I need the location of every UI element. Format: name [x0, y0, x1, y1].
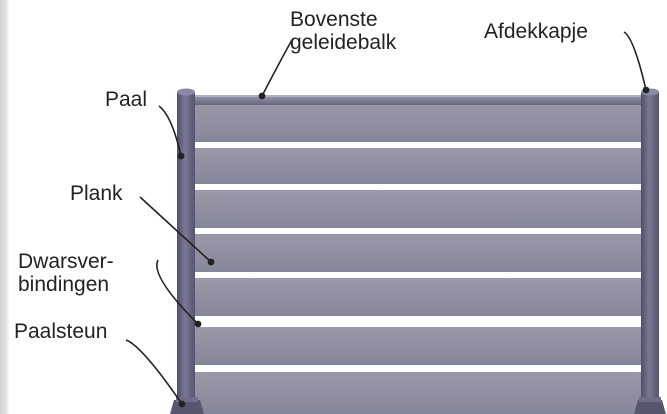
- label-bovenste-line2: geleidebalk: [290, 31, 397, 54]
- plank-5: [195, 278, 642, 316]
- label-dwarsverbindingen-line2: bindingen: [18, 273, 110, 296]
- right-post: [641, 88, 659, 402]
- plank-4: [195, 234, 642, 272]
- dot-dwarsverbindingen: [194, 320, 202, 328]
- leader-dwarsverbindingen: [156, 259, 199, 325]
- dot-plank: [207, 258, 215, 266]
- leader-paal: [158, 105, 182, 157]
- plank-6: [195, 327, 642, 365]
- leader-dots: [177, 86, 650, 408]
- label-paalsteun: Paalsteun: [14, 320, 108, 343]
- label-afdekkapje: Afdekkapje: [484, 20, 588, 43]
- label-dwarsverbindingen-line1: Dwarsver-: [18, 250, 114, 273]
- leader-bovenste: [261, 39, 293, 97]
- plank-3: [195, 190, 642, 228]
- leader-paalsteun: [125, 339, 183, 405]
- dot-paalsteun: [178, 400, 186, 408]
- dot-afdekkapje: [642, 86, 650, 94]
- planks: [195, 104, 642, 414]
- plank-2: [195, 148, 642, 184]
- label-bovenste-geleidebalk: Bovenste geleidebalk: [290, 8, 396, 54]
- left-post: [177, 88, 195, 402]
- plank-7: [195, 372, 642, 414]
- label-bovenste-line1: Bovenste: [290, 8, 378, 31]
- leader-plank: [139, 196, 212, 263]
- left-post-foot: [170, 397, 204, 414]
- left-post-cap: [177, 88, 195, 96]
- leader-lines: [125, 31, 647, 405]
- leader-afdekkapje: [623, 31, 647, 91]
- top-rail: [192, 95, 644, 105]
- top-rail-highlight: [192, 95, 644, 97]
- label-dwarsverbindingen: Dwarsver- bindingen: [18, 250, 114, 296]
- dot-bovenste: [258, 92, 266, 100]
- right-post-foot: [634, 397, 666, 414]
- label-paal: Paal: [105, 88, 148, 111]
- page-edge-shadow: [0, 0, 10, 414]
- plank-1: [195, 104, 642, 142]
- dot-paal: [177, 152, 185, 160]
- label-plank: Plank: [70, 182, 123, 205]
